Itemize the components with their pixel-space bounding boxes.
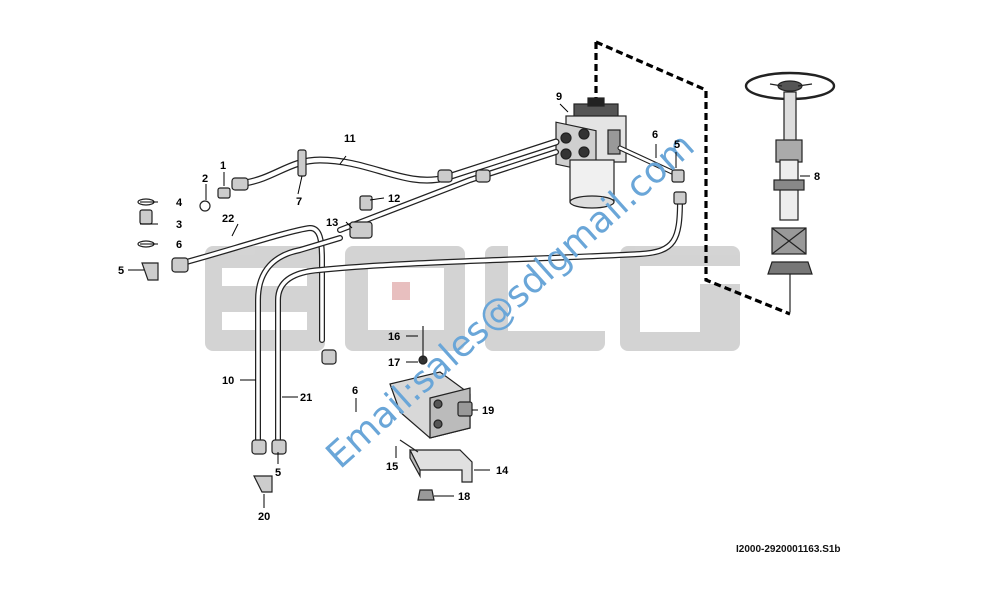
callout-5-left: 5 [118, 265, 124, 277]
callout-22: 22 [222, 213, 234, 225]
callout-11: 11 [344, 133, 356, 145]
callout-10: 10 [222, 375, 234, 387]
callout-leaders [128, 103, 810, 508]
hydraulic-hoses [172, 138, 683, 443]
steering-column-assembly [744, 71, 836, 312]
callout-21: 21 [300, 392, 312, 404]
callout-17: 17 [388, 357, 400, 369]
callout-6-left: 6 [176, 239, 182, 251]
callout-5-bottom: 5 [275, 467, 281, 479]
callout-1: 1 [220, 160, 226, 172]
callout-9: 9 [556, 91, 562, 103]
callout-7: 7 [296, 196, 302, 208]
callout-18: 18 [458, 491, 470, 503]
callout-20: 20 [258, 511, 270, 523]
callout-5-right: 5 [674, 139, 680, 151]
steering-unit-orbitrol [555, 97, 627, 209]
callout-14: 14 [496, 465, 509, 477]
callout-19: 19 [482, 405, 494, 417]
priority-valve-block [389, 326, 473, 439]
sdlg-watermark-logo [205, 246, 740, 351]
callout-16: 16 [388, 331, 400, 343]
drawing-reference-number: I2000-2920001163.S1b [736, 544, 841, 555]
callout-3: 3 [176, 219, 182, 231]
callout-12: 12 [388, 193, 400, 205]
callout-2: 2 [202, 173, 208, 185]
mounting-bracket [399, 439, 473, 501]
callout-15: 15 [386, 461, 398, 473]
callout-13: 13 [326, 217, 338, 229]
dashed-connection-frame [595, 40, 791, 316]
callout-6-valve: 6 [352, 385, 358, 397]
hose-fittings [137, 149, 687, 493]
callout-8: 8 [814, 171, 820, 183]
callout-6-right: 6 [652, 129, 658, 141]
callout-labels: 1 2 3 4 5 5 5 6 6 6 7 8 9 10 11 12 13 14… [118, 91, 820, 523]
callout-4: 4 [176, 197, 183, 209]
